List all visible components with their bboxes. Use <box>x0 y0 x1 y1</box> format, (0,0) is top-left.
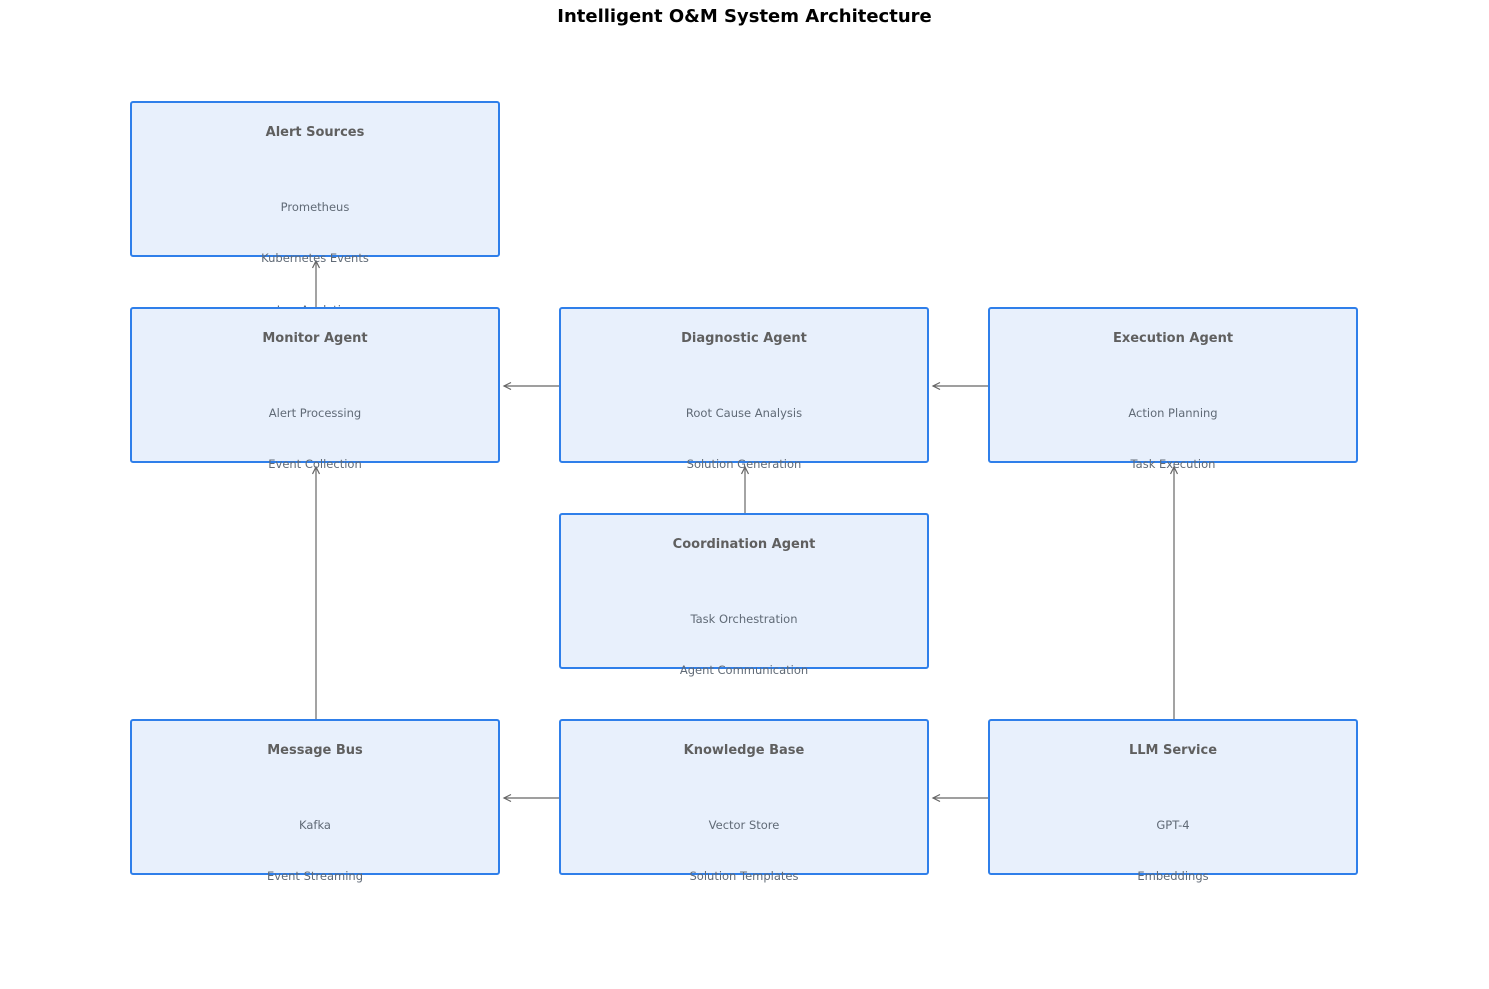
node-monitor-agent[interactable]: Monitor Agent Alert Processing Event Col… <box>130 307 500 471</box>
node-item: Solution Generation <box>686 457 802 471</box>
node-message-bus[interactable]: Message Bus Kafka Event Streaming <box>130 719 500 883</box>
node-execution-agent[interactable]: Execution Agent Action Planning Task Exe… <box>988 307 1358 471</box>
node-title: Alert Sources <box>265 125 365 140</box>
node-coordination-agent[interactable]: Coordination Agent Task Orchestration Ag… <box>559 513 929 677</box>
node-item: Task Execution <box>1130 457 1216 471</box>
diagram-title: Intelligent O&M System Architecture <box>557 6 932 27</box>
node-item: GPT-4 <box>1156 818 1190 832</box>
node-item: Agent Communication <box>679 663 809 677</box>
node-item: Solution Templates <box>689 869 799 883</box>
node-item: Embeddings <box>1137 869 1209 883</box>
node-title: Knowledge Base <box>683 743 805 758</box>
node-llm-service[interactable]: LLM Service GPT-4 Embeddings <box>988 719 1358 883</box>
node-item: Action Planning <box>1128 406 1218 420</box>
node-item: Kafka <box>299 818 331 832</box>
node-item: Vector Store <box>708 818 780 832</box>
node-title: Execution Agent <box>1112 331 1234 346</box>
node-title: LLM Service <box>1128 743 1218 758</box>
node-title: Monitor Agent <box>262 331 368 346</box>
node-title: Coordination Agent <box>672 537 816 552</box>
node-item: Prometheus <box>280 200 350 214</box>
node-alert-sources[interactable]: Alert Sources Prometheus Kubernetes Even… <box>130 101 500 317</box>
node-title: Diagnostic Agent <box>681 331 807 346</box>
node-item: Event Collection <box>268 457 362 471</box>
node-diagnostic-agent[interactable]: Diagnostic Agent Root Cause Analysis Sol… <box>559 307 929 471</box>
node-knowledge-base[interactable]: Knowledge Base Vector Store Solution Tem… <box>559 719 929 883</box>
node-item: Root Cause Analysis <box>685 406 803 420</box>
node-item: Event Streaming <box>267 869 363 883</box>
node-item: Kubernetes Events <box>261 251 369 265</box>
node-title: Message Bus <box>267 743 363 758</box>
node-item: Task Orchestration <box>690 612 798 626</box>
node-item: Alert Processing <box>268 406 362 420</box>
